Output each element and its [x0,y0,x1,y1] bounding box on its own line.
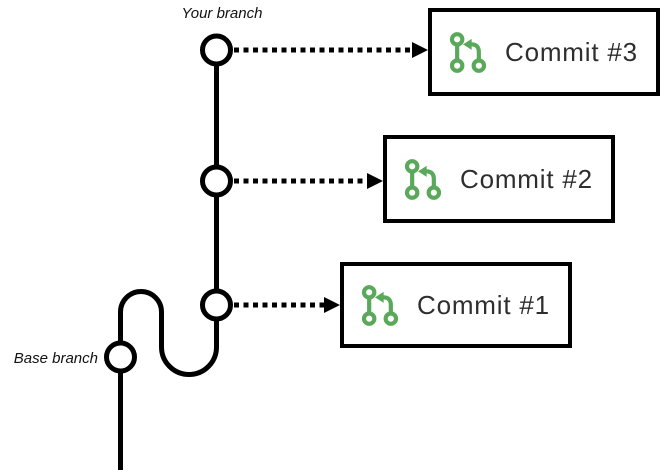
commit-label: Commit #2 [460,163,593,194]
commit-label: Commit #3 [505,36,638,67]
git-pull-request-icon [361,284,399,326]
arrowhead-icon [412,42,428,58]
git-pull-request-icon [404,158,442,200]
arrow-to-commit-3 [234,42,428,58]
commit-label: Commit #1 [417,289,550,320]
your-branch-label: Your branch [181,5,263,22]
arrowhead-icon [324,297,340,313]
commit-box-1: Commit #1 [340,262,572,348]
commit-node-3 [200,33,233,67]
commit-node-2 [200,164,233,198]
git-pull-request-icon [449,31,487,73]
branch-line-path [118,50,219,470]
base-branch-label: Base branch [13,350,98,367]
commit-box-3: Commit #3 [428,8,660,96]
commit-box-2: Commit #2 [383,135,615,223]
base-branch-node [104,340,137,374]
arrow-to-commit-1 [234,297,340,313]
arrowhead-icon [367,173,383,189]
arrow-to-commit-2 [234,173,383,189]
commit-node-1 [200,288,233,322]
